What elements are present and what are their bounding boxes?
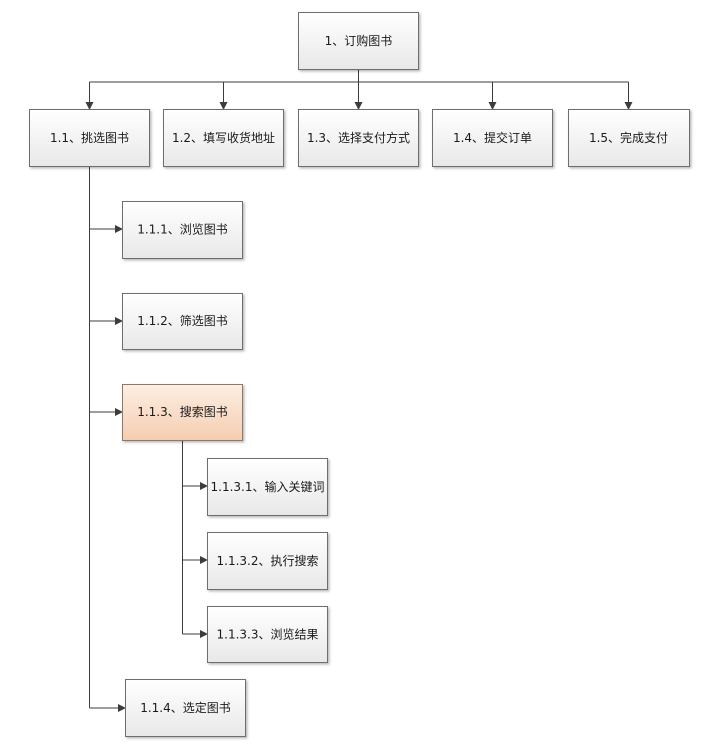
connectors <box>85 69 633 712</box>
node-1-1-1-label: 1.1.1、浏览图书 <box>137 222 228 237</box>
node-1-1-3-3-label: 1.1.3.3、浏览结果 <box>217 627 319 642</box>
node-1-4-label: 1.4、提交订单 <box>453 130 532 145</box>
node-1-4: 1.4、提交订单 <box>432 109 553 167</box>
node-root-label: 1、订购图书 <box>325 33 393 48</box>
node-1-1-3: 1.1.3、搜索图书 <box>122 384 243 441</box>
node-1-3-label: 1.3、选择支付方式 <box>307 130 410 145</box>
node-1-1-label: 1.1、挑选图书 <box>50 131 129 145</box>
node-root: 1、订购图书 <box>298 12 419 70</box>
node-1-1-3-2: 1.1.3.2、执行搜索 <box>207 532 328 590</box>
node-1-1-4: 1.1.4、选定图书 <box>125 679 246 737</box>
node-1-5-label: 1.5、完成支付 <box>589 130 668 145</box>
node-1-1-3-1: 1.1.3.1、输入关键词 <box>207 458 328 516</box>
node-1-5: 1.5、完成支付 <box>568 109 690 167</box>
node-1-1-3-1-label: 1.1.3.1、输入关键词 <box>211 479 325 494</box>
node-1-1-3-3: 1.1.3.3、浏览结果 <box>207 606 328 663</box>
node-1-3: 1.3、选择支付方式 <box>298 109 419 167</box>
node-1-1-1: 1.1.1、浏览图书 <box>122 201 243 259</box>
node-1-2-label: 1.2、填写收货地址 <box>172 130 275 145</box>
node-1-1-2: 1.1.2、筛选图书 <box>122 293 243 350</box>
node-1-1-3-2-label: 1.1.3.2、执行搜索 <box>217 553 319 568</box>
node-1-1-2-label: 1.1.2、筛选图书 <box>137 313 228 328</box>
node-1-1: 1.1、挑选图书 <box>29 109 150 167</box>
node-1-2: 1.2、填写收货地址 <box>163 109 284 167</box>
node-1-1-3-label: 1.1.3、搜索图书 <box>137 404 228 419</box>
node-1-1-4-label: 1.1.4、选定图书 <box>140 700 231 715</box>
